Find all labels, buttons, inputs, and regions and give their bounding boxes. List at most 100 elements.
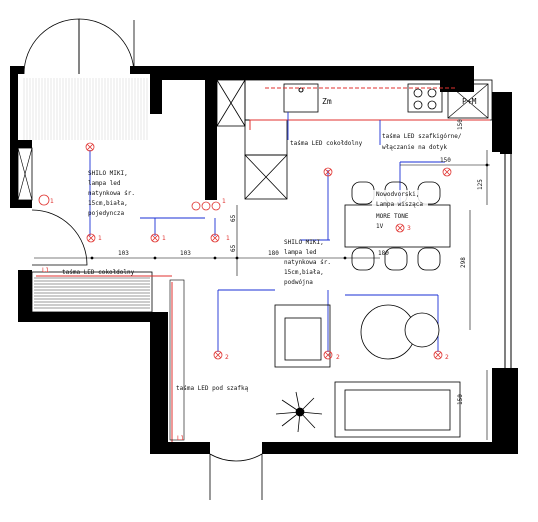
fixture-light-icon <box>85 142 95 152</box>
staircase <box>34 277 150 309</box>
fixture-light-icon <box>213 350 223 360</box>
shilo-double-line-2: lampa led <box>284 249 317 256</box>
dim-125: 125 <box>477 179 484 190</box>
dim-150-top: 150 <box>440 157 451 164</box>
armchair <box>274 304 331 368</box>
dim-180-b: 180 <box>378 250 389 257</box>
nowodvorski-line-2: Lampa wisząca <box>376 201 423 208</box>
shilo-double-line-3: natynkowa śr. <box>284 259 331 266</box>
dim-298: 298 <box>460 257 467 268</box>
wall-segment <box>160 66 452 80</box>
fixture-light-icon <box>38 194 50 206</box>
wall-segment <box>18 270 32 320</box>
led-strips <box>36 87 490 442</box>
fixture-light-icon <box>323 350 333 360</box>
dim-103-a: 103 <box>118 250 129 257</box>
door-swing-bottom <box>209 453 263 500</box>
fixture-light-icon <box>395 223 405 233</box>
led-pod-szafka-label: taśma LED pod szafką <box>176 385 249 392</box>
kitchen-pm-label: P+M <box>462 97 477 106</box>
wall-segment <box>492 368 518 454</box>
door-swing-side <box>31 209 88 266</box>
fixture-light-icon <box>210 233 220 243</box>
sink-drain-icon <box>298 87 304 93</box>
window-right <box>504 152 512 368</box>
fixture-light-icon <box>86 233 96 243</box>
fixture-number: 2 <box>336 354 340 361</box>
fixture-light-icon <box>323 167 333 177</box>
led-szafki-gorne-label-2: włączanie na dotyk <box>382 144 447 151</box>
fridge <box>447 83 489 119</box>
fixture-number: 1 <box>98 235 102 242</box>
fixture-number: 1 <box>226 235 230 242</box>
stair-outline <box>31 271 153 313</box>
fixture-number: 3 <box>407 225 411 232</box>
led-szafki-gorne-label-1: taśma LED szafkigórne/ <box>382 133 462 140</box>
nowodvorski-line-3: MORE TONE <box>376 213 409 220</box>
fixture-number: 1 <box>50 198 54 205</box>
sink <box>283 83 319 113</box>
walls <box>10 66 518 454</box>
dim-150-right: 150 <box>457 119 464 130</box>
door-swing-right <box>78 18 135 75</box>
wall-segment <box>500 148 512 154</box>
door-swing-left <box>23 18 80 75</box>
light-fixtures <box>38 142 452 360</box>
cabinet-column <box>169 279 185 441</box>
shilo-single-label: SHILO MIKI, lampa led natynkowa śr. 15cm… <box>88 170 135 217</box>
shilo-double-line-5: podwójna <box>284 279 313 286</box>
dimension-ticks <box>90 163 489 260</box>
entry-doors <box>23 18 263 500</box>
l1-top-label: L1 <box>42 267 49 274</box>
hob <box>407 83 443 113</box>
fixture-light-icon <box>191 201 221 211</box>
shilo-single-line-1: SHILO MIKI, <box>88 170 128 177</box>
wall-segment <box>150 70 210 78</box>
wall-segment <box>10 140 32 148</box>
coffee-table-small <box>404 312 440 348</box>
fixture-number: 1 <box>222 198 226 205</box>
hall-floor-pattern: // placeholder - populated by script bel… <box>23 78 148 140</box>
dim-103-b: 103 <box>180 250 191 257</box>
wall-segment <box>10 148 18 200</box>
shilo-double-label: SHILO MIKI, lampa led natynkowa śr. 15cm… <box>284 239 331 286</box>
shilo-single-line-3: natynkowa śr. <box>88 190 135 197</box>
wall-segment <box>262 442 492 454</box>
kitchen-zm-label: Zm <box>322 97 332 106</box>
led-cokol-top-label: taśma LED cokołdolny <box>290 140 363 147</box>
shilo-single-line-5: pojedyncza <box>88 210 125 217</box>
dim-180-a: 180 <box>268 250 279 257</box>
closet-left <box>17 147 33 201</box>
shilo-double-line-1: SHILO MIKI, <box>284 239 324 246</box>
wall-segment <box>150 442 210 454</box>
fixture-light-icon <box>442 167 452 177</box>
wall-segment <box>150 74 162 114</box>
wall-segment <box>150 110 160 114</box>
fixture-number: 2 <box>445 354 449 361</box>
nowodvorski-line-4: 1V <box>376 223 384 230</box>
sofa <box>334 381 461 438</box>
shilo-single-line-4: 15cm,biała, <box>88 200 128 207</box>
led-strip-upper-cabinets <box>249 119 490 130</box>
dim-150-side: 150 <box>457 394 464 405</box>
wall-segment <box>492 92 512 152</box>
wall-segment <box>205 74 217 200</box>
dim-65-b: 65 <box>230 244 237 252</box>
wall-segment <box>18 312 168 322</box>
led-cokol-left-label: taśma LED cokołdolny <box>62 269 135 276</box>
l1-bottom-label: L1 <box>177 435 184 442</box>
nowodvorski-line-1: Nowodvorski, <box>376 191 419 198</box>
fixture-light-icon <box>433 350 443 360</box>
fixture-number: 1 <box>162 235 166 242</box>
fixture-number: 2 <box>225 354 229 361</box>
wall-segment <box>10 66 18 144</box>
fixture-light-icon <box>150 233 160 243</box>
shilo-single-line-2: lampa led <box>88 180 121 187</box>
wall-segment <box>10 200 32 208</box>
nowodvorski-label: Nowodvorski, Lampa wisząca MORE TONE 1V <box>372 190 428 234</box>
shilo-double-line-4: 15cm,biała, <box>284 269 324 276</box>
dim-65-a: 65 <box>230 214 237 222</box>
wall-segment <box>150 312 168 452</box>
wall-segment <box>130 66 162 74</box>
